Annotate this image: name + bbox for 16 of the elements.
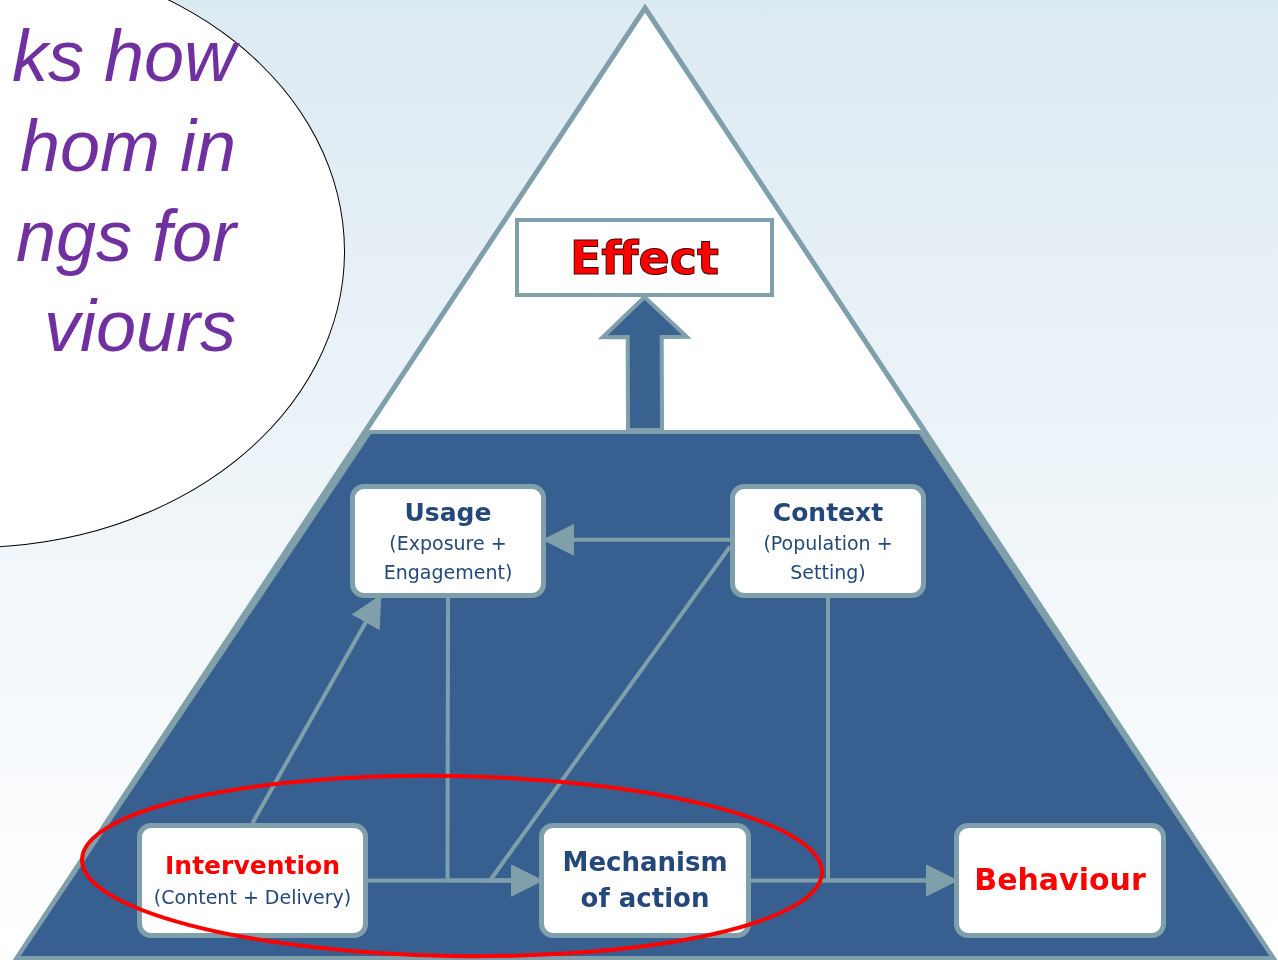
process-box: [137, 823, 368, 938]
box-subtitle: (Content + Delivery): [152, 885, 353, 911]
box-title: Behaviour: [974, 861, 1146, 900]
process-box: [539, 823, 751, 938]
box-title: Intervention: [165, 850, 340, 883]
block-arrow: [597, 294, 692, 433]
box-subtitle: (Exposure + Engagement): [382, 531, 514, 585]
process-box: [954, 823, 1166, 938]
box-subtitle: (Population + Setting): [762, 531, 894, 585]
process-box: [730, 484, 926, 598]
box-title: Effect: [569, 230, 720, 285]
process-box: [350, 484, 546, 598]
box-title: Mechanism of action: [561, 846, 729, 915]
box-title: Usage: [404, 496, 492, 529]
title-box: [515, 218, 774, 297]
box-title: Context: [772, 496, 884, 529]
